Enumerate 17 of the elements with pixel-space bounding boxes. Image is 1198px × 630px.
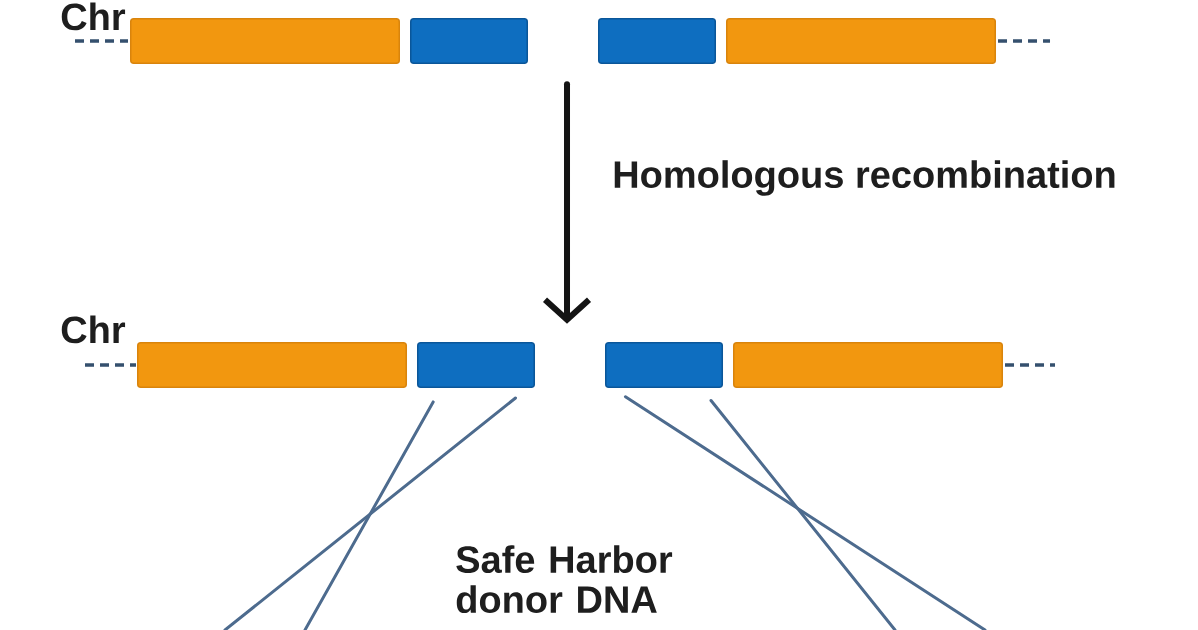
arrow [543, 81, 592, 324]
crossover-line [623, 395, 987, 630]
crossover-line [303, 400, 435, 630]
homology-arm-bar [605, 342, 723, 388]
chromosome-label: Chr [61, 315, 126, 344]
homology-arm-bar [417, 342, 535, 388]
homology-arm-bar [598, 18, 716, 64]
flank-bar [726, 18, 996, 64]
crossover-line [223, 396, 517, 630]
flank-bar [130, 18, 400, 64]
crossover-line [709, 399, 897, 630]
donor-label: Safe Harbor donor DNA [456, 545, 673, 614]
flank-bar [733, 342, 1003, 388]
chromosome-label: Chr [61, 2, 126, 31]
homology-arm-bar [410, 18, 528, 64]
flank-bar [137, 342, 407, 388]
edge-label: Homologous recombination [614, 160, 1115, 196]
